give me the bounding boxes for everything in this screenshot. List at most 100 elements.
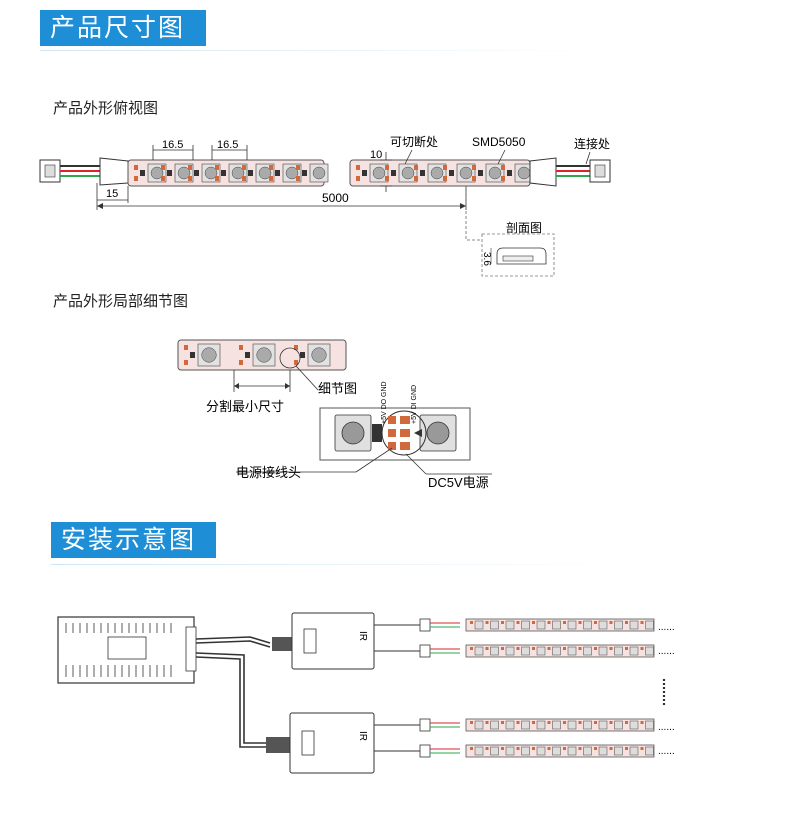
smd-led-chip xyxy=(567,620,577,630)
led-lens xyxy=(312,166,326,180)
smd-led-chip xyxy=(505,720,515,730)
dim-pitch-a: 16.5 xyxy=(152,139,194,160)
led-lens xyxy=(372,166,386,180)
section-banner-installation: 安装示意图 xyxy=(51,522,216,558)
dim-lead-label: 15 xyxy=(106,188,118,200)
wire-plug xyxy=(419,718,431,732)
solder-pad xyxy=(296,165,300,170)
solder-pad xyxy=(609,621,613,624)
smd-led-chip xyxy=(474,620,484,630)
solder-pad xyxy=(578,721,582,724)
solder-pad xyxy=(188,176,192,181)
power-head-callout: 电源接线头 xyxy=(236,447,393,480)
section-label: 剖面图 xyxy=(506,221,542,235)
smd-led-chip xyxy=(474,720,484,730)
smd-led-chip xyxy=(490,720,499,730)
smd-led-chip xyxy=(521,646,530,656)
power-head-label: 电源接线头 xyxy=(236,465,301,480)
smd-led-chip xyxy=(536,720,546,730)
solder-pad xyxy=(563,647,566,650)
solder-pad xyxy=(516,647,520,650)
solder-pad xyxy=(472,165,476,170)
continue-mark-3: ...... xyxy=(658,722,675,733)
dc5v-label: DC5V电源 xyxy=(428,475,489,490)
solder-pad xyxy=(356,165,360,170)
solder-pad xyxy=(485,621,489,624)
smd-led-chip xyxy=(629,746,639,756)
solder-pad xyxy=(547,621,551,624)
solder-pad xyxy=(188,165,192,170)
resistor-chip xyxy=(449,170,454,176)
smd-led-chip xyxy=(505,646,515,656)
resistor-chip xyxy=(391,170,396,176)
section-title-installation: 安装示意图 xyxy=(61,525,197,554)
solder-pad xyxy=(609,747,613,750)
continue-mark-1: ...... xyxy=(658,622,675,633)
solder-pad xyxy=(215,176,219,181)
continue-mark-4: ...... xyxy=(658,746,675,757)
section-title-dimensions: 产品尺寸图 xyxy=(50,13,186,42)
smd-led-chip xyxy=(629,620,639,630)
smd-led-chip xyxy=(567,646,577,656)
smd-led-chip xyxy=(505,620,515,630)
solder-pad xyxy=(532,721,535,724)
smd-led-chip xyxy=(583,746,592,756)
solder-pad xyxy=(625,747,628,750)
installation-diagram: IR IR ...... ...... ...... ...... xyxy=(57,612,675,774)
led-lens xyxy=(256,347,272,363)
solder-pad xyxy=(501,165,505,170)
solder-pad xyxy=(563,747,566,750)
solder-pad xyxy=(501,621,504,624)
resistor-chip xyxy=(362,170,367,176)
smd-led-chip xyxy=(474,746,484,756)
min-cut-label: 分割最小尺寸 xyxy=(206,399,284,414)
detail-callout: 细节图 xyxy=(279,347,357,396)
solder-pad xyxy=(239,345,243,350)
smd-led-chip xyxy=(536,646,546,656)
smd-led-chip xyxy=(552,720,561,730)
smd-led-chip xyxy=(583,646,592,656)
solder-pad xyxy=(640,747,644,750)
smd-led-chip xyxy=(614,720,623,730)
banner-underline xyxy=(40,50,600,51)
smd-led-chip xyxy=(552,646,561,656)
smd-led-chip xyxy=(598,646,608,656)
controller-1-ir: IR xyxy=(357,631,368,641)
led-lens xyxy=(201,347,217,363)
solder-pad xyxy=(625,721,628,724)
smd-led-chip xyxy=(490,620,499,630)
solder-pad xyxy=(547,647,551,650)
smd-led-chip xyxy=(552,620,561,630)
solder-pad xyxy=(501,647,504,650)
led-lens xyxy=(488,166,502,180)
solder-pad xyxy=(414,176,418,181)
cross-section: 剖面图 3.6 xyxy=(465,186,555,277)
solder-pad xyxy=(640,721,644,724)
resistor-chip xyxy=(248,170,253,176)
solder-pad xyxy=(443,176,447,181)
solder-pad xyxy=(485,647,489,650)
dim-pitch-b: 16.5 xyxy=(211,139,248,160)
solder-pad xyxy=(578,647,582,650)
solder-pad xyxy=(609,647,613,650)
solder-pad xyxy=(625,647,628,650)
led-lens xyxy=(177,166,191,180)
cut-point-label: 可切断处 xyxy=(390,134,438,149)
continue-mark-2: ...... xyxy=(658,646,675,657)
led-lens xyxy=(285,166,299,180)
dim-height-label: 3.6 xyxy=(481,252,492,266)
supply-wires xyxy=(195,636,271,748)
solder-pad xyxy=(242,176,246,181)
smd-led-chip xyxy=(521,720,530,730)
smd-led-chip xyxy=(490,646,499,656)
pad-label-di-group: +5V DI GND xyxy=(411,385,418,424)
left-connector xyxy=(39,157,129,186)
resistor-chip xyxy=(190,352,195,358)
solder-pad xyxy=(485,721,489,724)
solder-pad xyxy=(640,647,644,650)
solder-pad xyxy=(532,747,535,750)
controller-2-ir: IR xyxy=(357,731,368,741)
detail-diagram: 分割最小尺寸 细节图 +5V DO GND +5V DI GND 电源接线头 D… xyxy=(177,339,492,490)
smd-led-chip xyxy=(614,646,623,656)
solder-pad xyxy=(161,165,165,170)
